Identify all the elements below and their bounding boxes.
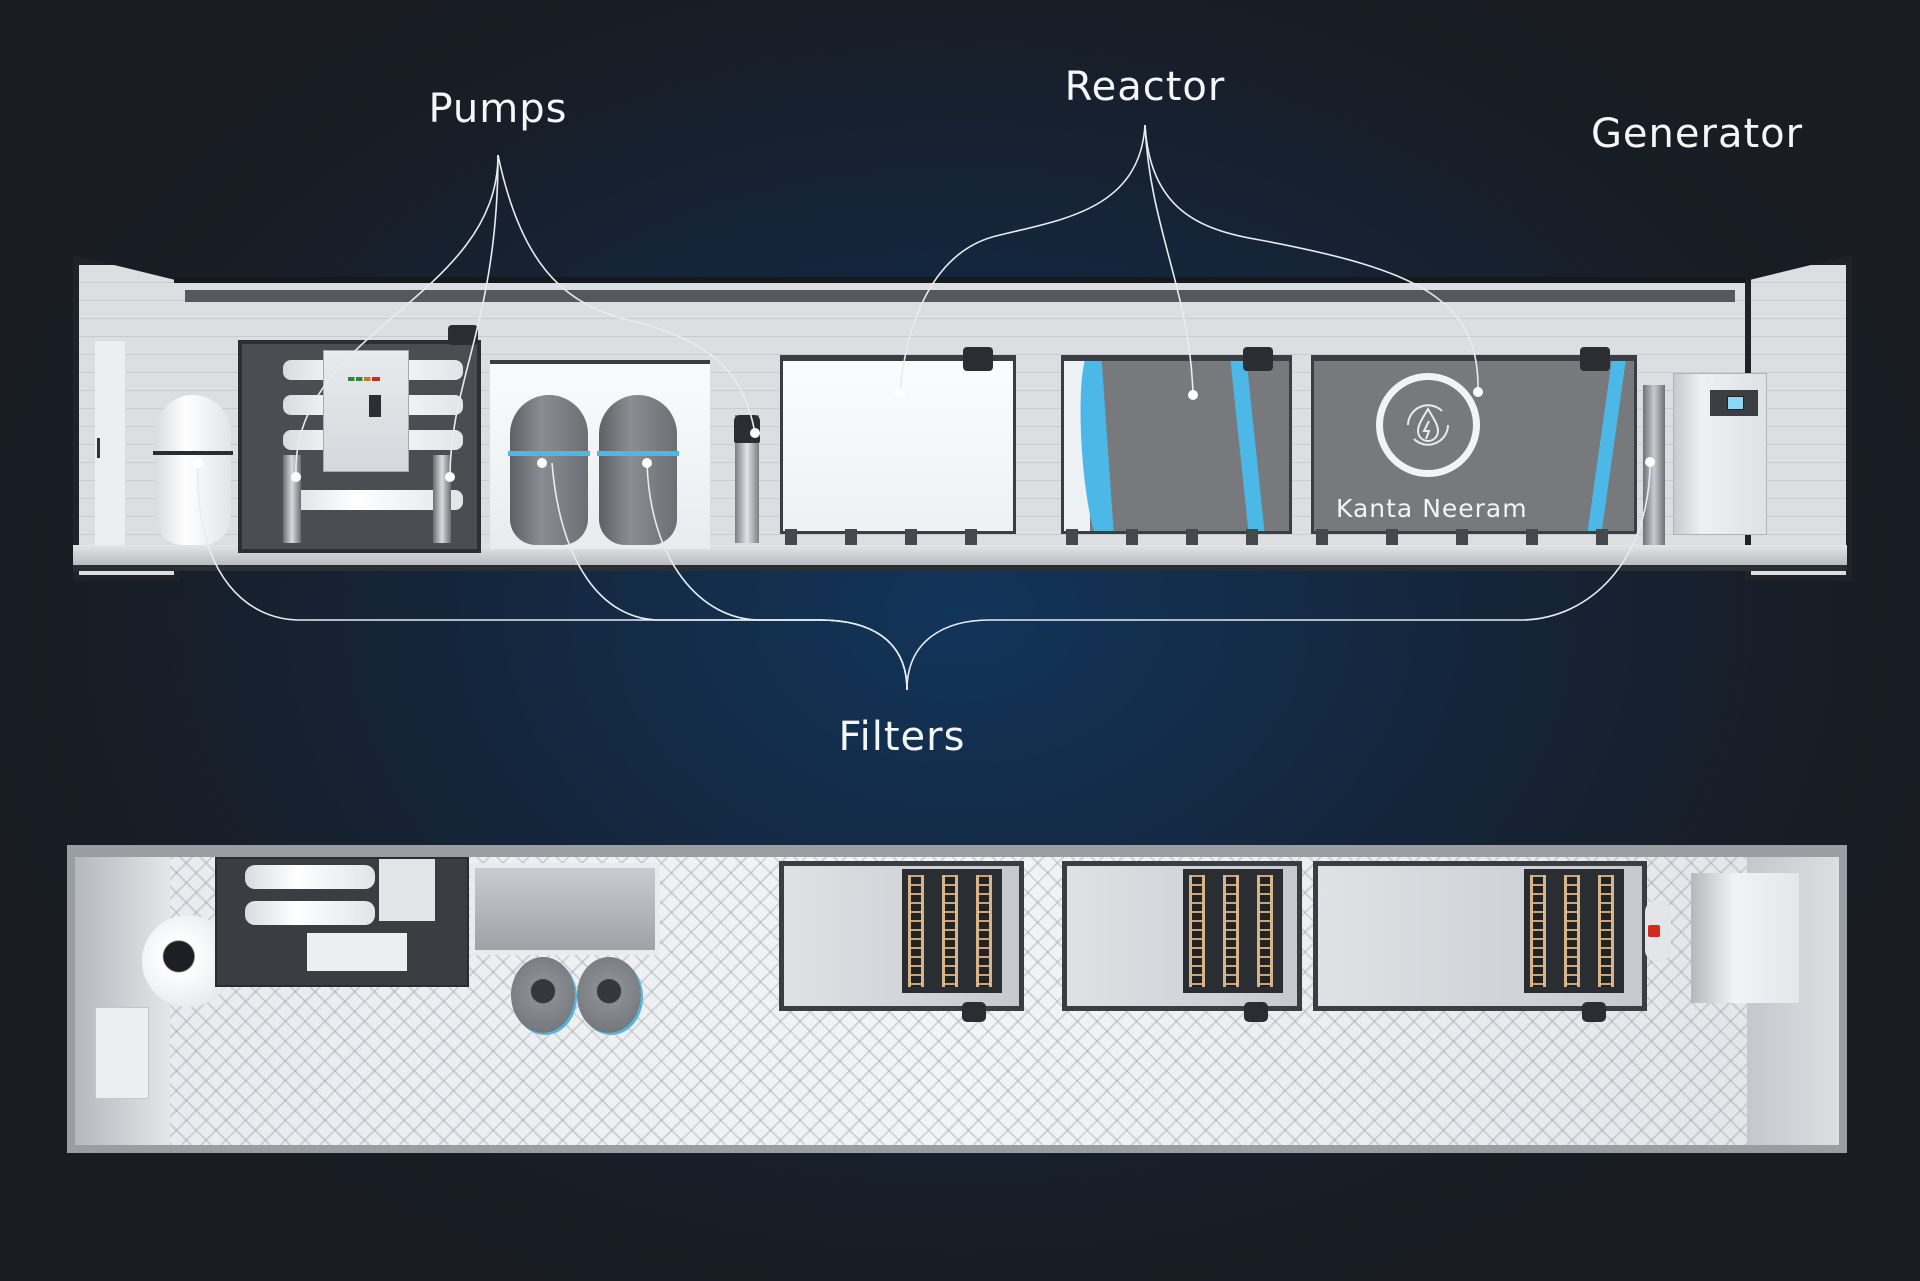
water-drop-lightning-cycle-icon bbox=[1407, 404, 1449, 446]
cabinet-top bbox=[470, 863, 660, 955]
tank-2-blue-arc-right bbox=[1229, 361, 1267, 531]
control-panel-display bbox=[369, 395, 381, 417]
vessel-band bbox=[153, 451, 233, 455]
vertical-pump-motor bbox=[734, 415, 760, 443]
top-view-container bbox=[67, 845, 1847, 1153]
valve-top-3 bbox=[1582, 1002, 1606, 1022]
tank-3-blue-arc bbox=[1585, 361, 1627, 531]
electrode-1c bbox=[976, 875, 992, 987]
electrode-3a bbox=[1530, 875, 1546, 987]
pressure-vessel-white bbox=[155, 395, 231, 545]
electrode-1a bbox=[908, 875, 924, 987]
reactor-tank-3-valve bbox=[1580, 347, 1610, 371]
pump-left bbox=[283, 455, 301, 543]
valve-top-2 bbox=[1244, 1002, 1268, 1022]
door-panel bbox=[95, 341, 125, 551]
ro-panel-top bbox=[379, 859, 435, 921]
filter-vessel-1-band bbox=[508, 451, 590, 456]
control-panel bbox=[323, 350, 409, 472]
ro-box-top bbox=[307, 933, 407, 971]
electrode-2c bbox=[1257, 875, 1273, 987]
pump-motor bbox=[448, 325, 478, 345]
label-filters: Filters bbox=[838, 714, 966, 760]
ro-membrane-top-2 bbox=[245, 901, 375, 925]
electrode-2a bbox=[1189, 875, 1205, 987]
reactor-tank-2-valve bbox=[1243, 347, 1273, 371]
ceiling-beam bbox=[185, 290, 1735, 302]
electrode-3b bbox=[1564, 875, 1580, 987]
reactor-tank-1-valve bbox=[963, 347, 993, 371]
filter-vessel-2 bbox=[599, 395, 677, 545]
left-door-top bbox=[75, 857, 170, 1145]
valve-top-1 bbox=[962, 1002, 986, 1022]
reactor-tank-1-legs bbox=[785, 529, 1010, 545]
label-pumps: Pumps bbox=[428, 86, 568, 132]
regulator-red-valve bbox=[1648, 925, 1660, 937]
reactor-tank-3-legs bbox=[1316, 529, 1631, 545]
side-view-container: Kanta Neeram bbox=[73, 255, 1852, 581]
electrode-1b bbox=[942, 875, 958, 987]
door-handle-icon bbox=[97, 438, 100, 458]
door-outline bbox=[95, 1007, 149, 1099]
reactor-tank-2-legs bbox=[1066, 529, 1286, 545]
generator-screen bbox=[1727, 396, 1744, 410]
filter-vessel-top-2 bbox=[577, 957, 641, 1033]
electrode-2b bbox=[1223, 875, 1239, 987]
electrode-3c bbox=[1598, 875, 1614, 987]
filter-vessel-2-band bbox=[597, 451, 679, 456]
pump-right bbox=[433, 455, 451, 543]
filter-vessel-1 bbox=[510, 395, 588, 545]
control-panel-lights bbox=[348, 377, 380, 381]
reactor-tank-2 bbox=[1061, 355, 1292, 534]
label-reactor: Reactor bbox=[1064, 64, 1226, 110]
label-generator: Generator bbox=[1590, 111, 1804, 157]
generator-top bbox=[1691, 873, 1799, 1003]
filter-vessel-top-1 bbox=[511, 957, 575, 1033]
brand-text: Kanta Neeram bbox=[1336, 494, 1528, 523]
reactor-tank-1 bbox=[780, 355, 1016, 534]
reactor-tank-3: Kanta Neeram bbox=[1311, 355, 1637, 534]
ro-membrane-top-1 bbox=[245, 865, 375, 889]
gas-cylinder bbox=[1643, 385, 1665, 545]
